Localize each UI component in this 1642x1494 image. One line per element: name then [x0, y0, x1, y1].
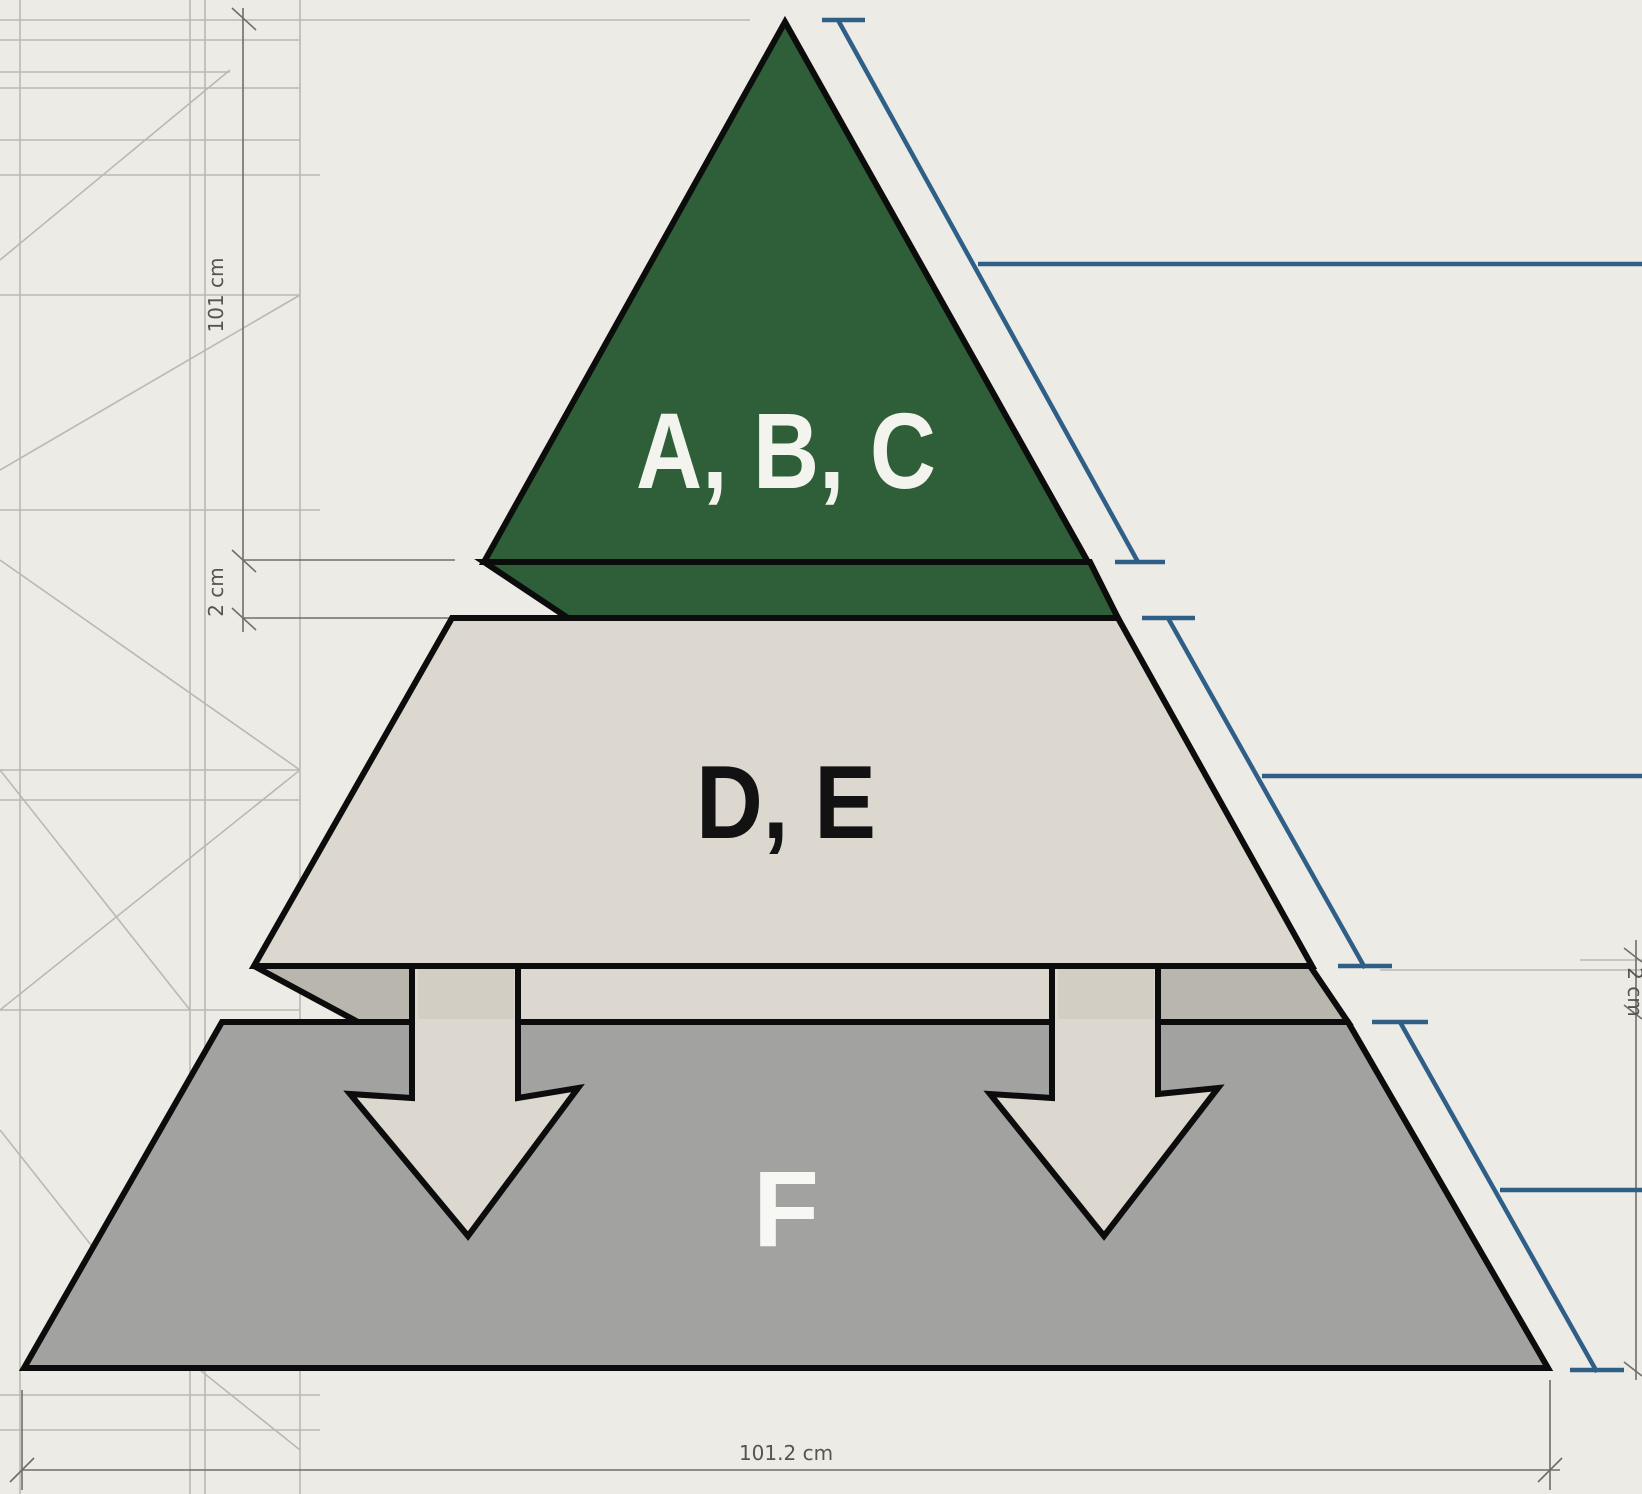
top-tier-label: A, B, C [636, 390, 936, 511]
arrow-crossbar [409, 963, 1159, 1025]
top-tier [478, 15, 1094, 565]
right-dimension-line [1623, 940, 1642, 1380]
right-gap-label: 2 cm [1623, 967, 1642, 1017]
middle-tier-label: D, E [696, 745, 876, 861]
left-dimension-line [231, 7, 455, 632]
base-width-label: 101.2 cm [739, 1441, 833, 1465]
top-height-label: 101 cm [204, 257, 228, 332]
right-down-arrow [983, 963, 1225, 1241]
left-arrow-shaft-shade [418, 969, 514, 1019]
right-arrow-shaft-shade [1058, 969, 1154, 1019]
bottom-dimension-line [9, 1380, 1563, 1490]
leader-lines [822, 17, 1642, 1374]
upper-gap-label: 2 cm [204, 567, 228, 617]
bottom-tier-label: F [753, 1148, 819, 1269]
top-tier-side-band [474, 559, 1123, 621]
left-down-arrow [343, 963, 585, 1241]
